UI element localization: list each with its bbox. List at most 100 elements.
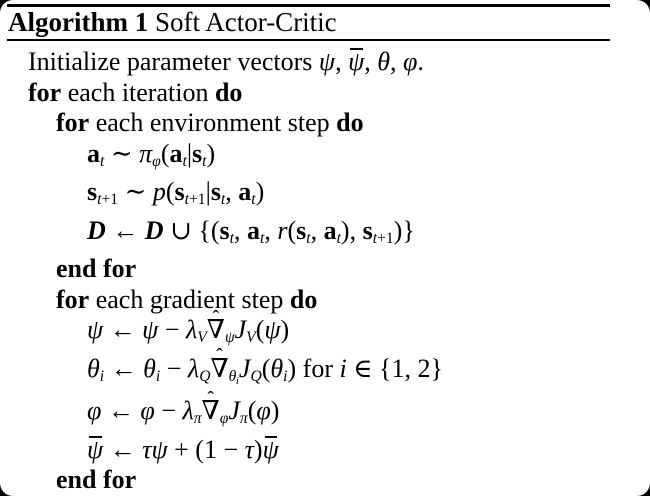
math-var: λ [182,396,194,426]
subscript: π [193,410,202,428]
hat-accent: ˆ [207,388,214,410]
keyword: for [28,77,62,107]
math-var: ψ [264,315,281,345]
nested-subscript: i [235,374,239,387]
keyword: for [56,108,90,138]
subscript: π [239,410,248,428]
text: ) [206,138,216,168]
text: − [160,353,188,383]
overbar-var: ψ [262,434,279,464]
text: ( [165,177,175,207]
math-var: φ [87,396,102,426]
text: ∼ [118,177,153,207]
algorithm-body: Initialize parameter vectors ψ, ψ, θ, φ.… [0,47,650,496]
keyword: do [214,77,243,107]
algo-line-12: ψ ← τψ + (1 − τ)ψ [0,435,650,466]
subscript: i [99,367,105,385]
subscript: V [197,329,207,347]
math-var: θ [143,353,156,383]
text: Initialize parameter vectors [28,47,319,76]
text: ∼ [104,138,140,168]
math-vector: s [362,215,373,245]
overbar-var: ψ [348,47,365,76]
text: , [225,177,239,207]
nabla-hat: ˆ∇ [201,388,220,426]
algorithm-title: Algorithm 1 Soft Actor-Critic [0,7,650,37]
text: )} [393,215,415,245]
nabla-hat: ˆ∇ [210,346,229,383]
subscript: +1 [101,191,119,209]
math-var: p [152,177,166,207]
subscript: Q [199,367,211,385]
nabla-hat: ˆ∇ [206,308,225,345]
hat-accent: ˆ [212,308,220,329]
script-d: D [144,215,164,245]
math-var: τ [244,434,254,464]
keyword: for [56,284,90,314]
math-var: θ [270,353,284,383]
math-vector: s [192,138,203,168]
math-var: φ [256,396,271,426]
keyword: end for [56,254,137,284]
title-divider-rule [7,39,610,41]
text: each environment step [89,108,337,138]
math-var: J [228,396,240,426]
math-vector: s [210,177,221,207]
math-var: λ [185,315,198,345]
text: ) [280,315,290,345]
text: , [390,47,403,76]
subscript: t [251,191,256,209]
algo-line-4: at ∼ πφ(at|st) [0,139,650,177]
math-var: λ [187,353,200,383]
text: + (1 − [167,434,245,464]
subscript: t [229,229,234,247]
subscript: t [220,191,226,209]
text: ← [101,396,141,426]
subscript: i [283,367,288,385]
algo-line-2: for each iteration do [0,78,650,109]
text: | [205,177,211,207]
text: ( [247,396,257,426]
math-var: φ [403,47,418,76]
text: ← [103,434,143,464]
text: | [186,138,193,168]
subscript: t [97,191,102,209]
subscript: φ [152,152,161,170]
math-vector: a [246,215,260,245]
algorithm-number-label: Algorithm 1 [8,7,149,37]
overbar-var: ψ [87,434,104,464]
math-var: τψ [142,434,168,464]
math-var: ψ [318,47,336,76]
text: ) [270,396,280,426]
text: ( [160,138,170,168]
algo-line-3: for each environment step do [0,108,650,139]
text: ) for [287,353,340,383]
text: ∪ {( [163,215,220,245]
subscript: t [184,191,189,209]
subscript: φ [219,410,229,428]
text: ← [104,353,144,383]
math-vector: s [87,177,98,207]
subscript: t [306,229,311,247]
hat-accent: ˆ [216,346,223,368]
subscript: V [246,329,256,347]
text: , [364,47,378,76]
subscript: t [202,152,207,170]
math-var: i [339,353,347,383]
algorithm-name: Soft Actor-Critic [148,7,337,37]
subscript: i [155,367,161,385]
text: ∈ {1, 2} [346,353,443,383]
math-var: θ [87,353,100,383]
text: − [154,396,183,426]
math-var: J [234,315,247,345]
keyword: do [289,284,318,314]
subscript: +1 [189,191,206,209]
subscript: t [182,152,187,170]
text: each gradient step [89,284,290,314]
text: ( [255,315,265,345]
text: ← [105,215,145,245]
text: ( [287,215,297,245]
